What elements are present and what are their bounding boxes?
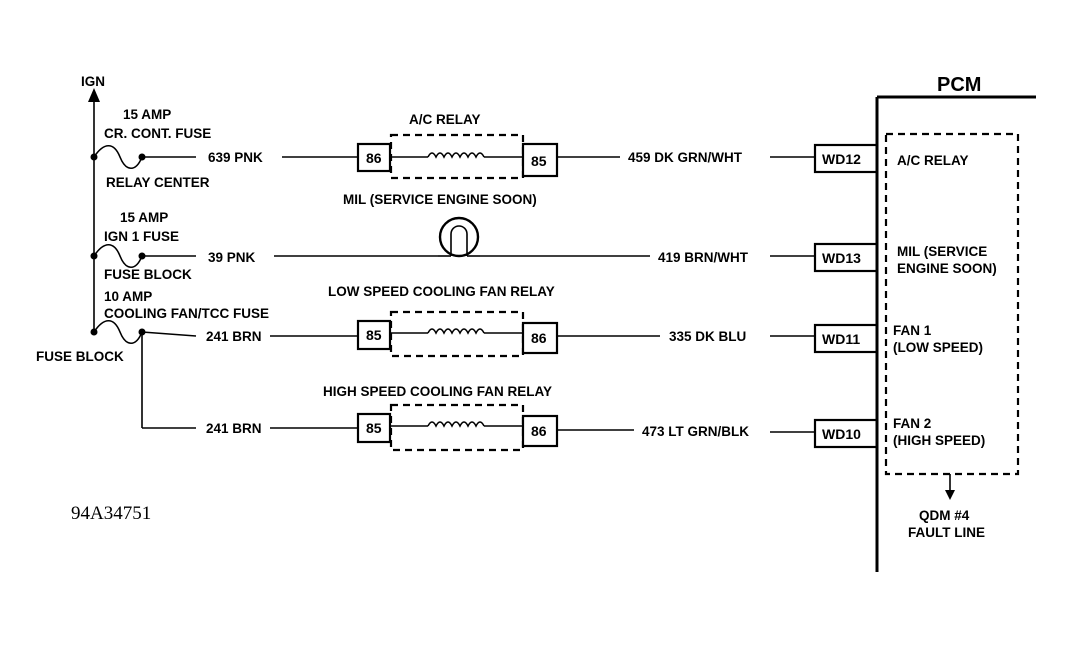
pcm-title: PCM bbox=[937, 74, 981, 96]
fuse-ac-location: RELAY CENTER bbox=[106, 175, 210, 190]
high-pin-out-box bbox=[521, 414, 559, 448]
figure-id: 94A34751 bbox=[71, 503, 151, 524]
fuse-ac-name: CR. CONT. FUSE bbox=[104, 126, 211, 141]
arrow-down-icon bbox=[945, 490, 955, 500]
high-relay-title: HIGH SPEED COOLING FAN RELAY bbox=[323, 384, 552, 399]
pcm-fault-line-2: FAULT LINE bbox=[908, 525, 985, 540]
ac-wire-in: 639 PNK bbox=[208, 150, 263, 165]
high-wire-out: 473 LT GRN/BLK bbox=[642, 424, 749, 439]
fuse-mil-rating: 15 AMP bbox=[120, 210, 168, 225]
arrow-up-icon bbox=[88, 88, 100, 102]
low-wire-out: 335 DK BLU bbox=[669, 329, 746, 344]
ac-relay-coil-icon bbox=[427, 152, 485, 159]
fuse-fan-symbol bbox=[90, 319, 197, 429]
pcm-high-label-1: FAN 2 bbox=[893, 416, 931, 431]
pcm-mil-label-2: ENGINE SOON) bbox=[897, 261, 997, 276]
low-pin-out-box bbox=[521, 321, 559, 355]
high-pin-in-box bbox=[356, 412, 392, 444]
ign-bus bbox=[88, 88, 100, 332]
high-pin-in: 85 bbox=[366, 420, 382, 436]
pcm-low-label-2: (LOW SPEED) bbox=[893, 340, 983, 355]
fuse-fan-name: COOLING FAN/TCC FUSE bbox=[104, 306, 269, 321]
ac-relay-title: A/C RELAY bbox=[409, 112, 481, 127]
low-pin-out: 86 bbox=[531, 330, 547, 346]
low-relay-outline bbox=[389, 310, 525, 358]
mil-wire-out: 419 BRN/WHT bbox=[658, 250, 749, 265]
terminal-wd13-box bbox=[813, 242, 879, 273]
pcm-ac-label: A/C RELAY bbox=[897, 153, 969, 168]
mil-lamp-icon bbox=[438, 216, 480, 258]
terminal-wd10-box bbox=[813, 418, 879, 449]
terminal-wd12-box bbox=[813, 143, 879, 174]
ac-pin-in: 86 bbox=[366, 150, 382, 166]
high-relay-outline bbox=[389, 403, 525, 452]
terminal-wd13: WD13 bbox=[822, 250, 861, 266]
low-relay-coil-icon bbox=[427, 328, 485, 335]
terminal-wd11: WD11 bbox=[822, 331, 860, 347]
low-wire-in: 241 BRN bbox=[206, 329, 262, 344]
mil-wire-in: 39 PNK bbox=[208, 250, 256, 265]
pcm-mil-label-1: MIL (SERVICE bbox=[897, 244, 987, 259]
fuse-fan-rating: 10 AMP bbox=[104, 289, 152, 304]
pcm-block bbox=[875, 95, 1036, 572]
pcm-fault-line-1: QDM #4 bbox=[919, 508, 970, 523]
pcm-high-label-2: (HIGH SPEED) bbox=[893, 433, 985, 448]
terminal-wd12: WD12 bbox=[822, 151, 861, 167]
fuse-fan-location: FUSE BLOCK bbox=[36, 349, 124, 364]
ac-pin-out-box bbox=[521, 142, 559, 178]
low-pin-in-box bbox=[356, 319, 392, 351]
qdm-outline bbox=[884, 132, 1020, 476]
ign-label: IGN bbox=[81, 74, 105, 89]
terminal-wd10: WD10 bbox=[822, 426, 861, 442]
high-relay-coil-icon bbox=[427, 421, 485, 428]
fuse-mil-name: IGN 1 FUSE bbox=[104, 229, 179, 244]
ac-pin-out: 85 bbox=[531, 153, 547, 169]
fuse-ac-symbol bbox=[90, 144, 196, 170]
mil-title: MIL (SERVICE ENGINE SOON) bbox=[343, 192, 537, 207]
ac-wire-out: 459 DK GRN/WHT bbox=[628, 150, 743, 165]
low-pin-in: 85 bbox=[366, 327, 382, 343]
fuse-ac-rating: 15 AMP bbox=[123, 107, 171, 122]
low-relay-title: LOW SPEED COOLING FAN RELAY bbox=[328, 284, 555, 299]
pcm-low-label-1: FAN 1 bbox=[893, 323, 932, 338]
fuse-mil-location: FUSE BLOCK bbox=[104, 267, 192, 282]
high-pin-out: 86 bbox=[531, 423, 547, 439]
fuse-mil-symbol bbox=[90, 243, 196, 269]
high-wire-in: 241 BRN bbox=[206, 421, 262, 436]
